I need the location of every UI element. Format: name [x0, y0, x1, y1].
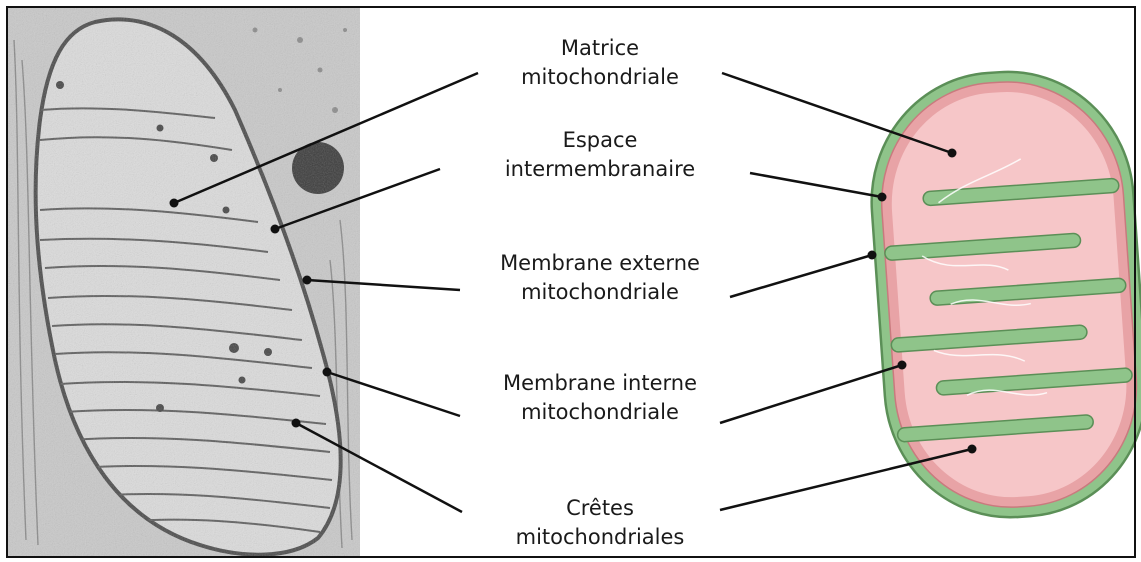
leader-dot-cretes-right	[968, 445, 977, 454]
label-interne-line2: mitochondriale	[450, 398, 750, 427]
leader-dot-matrice-right	[948, 149, 957, 158]
leader-matrice-right	[722, 73, 952, 153]
leader-cretes-left	[296, 423, 462, 512]
label-espace-line2: intermembranaire	[460, 155, 740, 184]
leader-cretes-right	[720, 449, 972, 510]
label-externe-line1: Membrane externe	[450, 249, 750, 278]
label-membrane-interne: Membrane interne mitochondriale	[450, 369, 750, 427]
label-externe-line2: mitochondriale	[450, 278, 750, 307]
label-matrice: Matrice mitochondriale	[480, 34, 720, 92]
label-interne-line1: Membrane interne	[450, 369, 750, 398]
leader-espace-right	[750, 173, 882, 197]
leader-externe-right	[730, 255, 872, 297]
label-cretes-line1: Crêtes	[470, 494, 730, 523]
leader-espace-left	[275, 169, 440, 229]
label-matrice-line1: Matrice	[480, 34, 720, 63]
leader-dot-matrice-left	[170, 199, 179, 208]
leader-matrice-left	[174, 73, 478, 203]
label-cretes: Crêtes mitochondriales	[470, 494, 730, 552]
leader-dot-interne-left	[323, 368, 332, 377]
leader-dot-interne-right	[898, 361, 907, 370]
label-membrane-externe: Membrane externe mitochondriale	[450, 249, 750, 307]
label-cretes-line2: mitochondriales	[470, 523, 730, 552]
leader-dot-externe-left	[303, 276, 312, 285]
leader-dot-externe-right	[868, 251, 877, 260]
leader-dot-cretes-left	[292, 419, 301, 428]
leader-externe-left	[307, 280, 460, 290]
label-matrice-line2: mitochondriale	[480, 63, 720, 92]
leader-interne-left	[327, 372, 460, 416]
leader-dot-espace-left	[271, 225, 280, 234]
label-espace: Espace intermembranaire	[460, 126, 740, 184]
label-espace-line1: Espace	[460, 126, 740, 155]
leader-dot-espace-right	[878, 193, 887, 202]
